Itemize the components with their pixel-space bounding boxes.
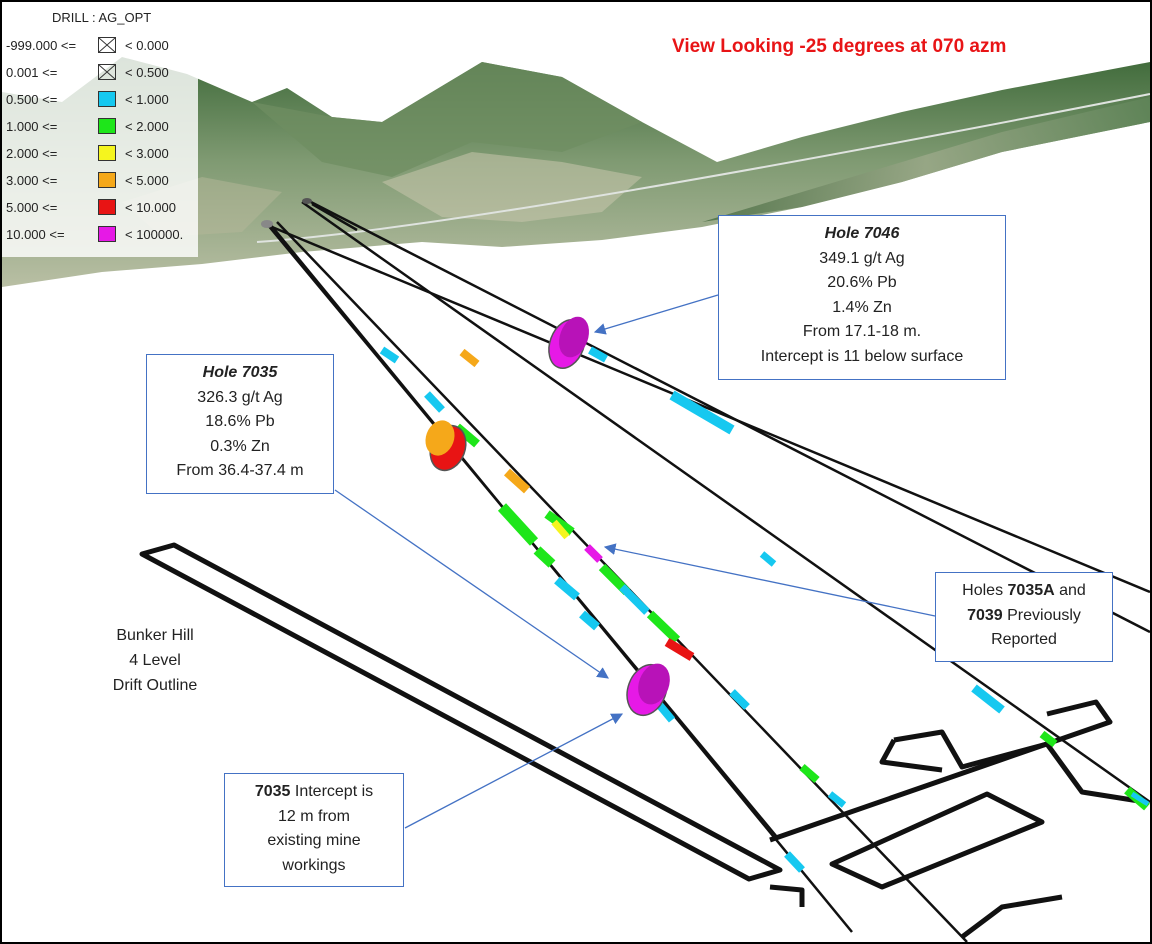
holes-prev-line-1: Holes 7035A and [962,582,1086,599]
legend-row: 0.500 <= < 1.000 [2,88,202,112]
legend-swatch [98,199,116,215]
assay-segment [784,851,805,873]
legend-lower-bound: 1.000 <= [6,119,58,134]
legend-upper-bound: < 10.000 [125,200,176,215]
grade-legend: DRILL : AG_OPT -999.000 <= < 0.000 0.001 <… [2,2,198,257]
legend-lower-bound: -999.000 <= [6,38,77,53]
hole-7046-line: 349.1 g/t Ag [819,249,905,267]
legend-swatch [98,172,116,188]
legend-lower-bound: 0.500 <= [6,92,58,107]
assay-segment [729,689,750,710]
assay-segment [588,346,608,363]
assay-segment [584,544,603,563]
legend-lower-bound: 3.000 <= [6,173,58,188]
assay-segment [544,510,575,536]
assay-segment [424,391,445,413]
legend-row: 1.000 <= < 2.000 [2,115,202,139]
intercept-note-line-1: 7035 Intercept is [254,783,374,800]
legend-upper-bound: < 0.500 [125,65,169,80]
view-title: View Looking -25 degrees at 070 azm [672,36,1007,57]
assay-segment [669,390,735,435]
high-grade-discs [425,316,670,717]
assay-segment [554,576,580,601]
assay-segment [579,610,600,631]
assay-segment [619,584,650,615]
holes-prev-line-2: 7039 Previously [967,606,1081,624]
callout-arrows [334,294,936,829]
drift-outline [139,542,1146,939]
drift-outline-label: Bunker Hill 4 Level Drift Outline [90,623,220,698]
hole-7046-line: Intercept is 11 below surface [760,347,964,365]
intercept-note-line-3: existing mine [267,832,361,849]
legend-title: DRILL : AG_OPT [52,10,152,25]
hole-7035-title: Hole 7035 [202,364,278,381]
legend-swatch [98,91,116,107]
hole-7046-line: From 17.1-18 m. [802,323,922,340]
hole-7046-line: 1.4% Zn [832,298,892,316]
legend-row: 2.000 <= < 3.000 [2,142,202,166]
intercept-note-line-4: workings [282,856,346,874]
drift-label-line: 4 Level [129,652,181,669]
legend-swatch [98,118,116,134]
assay-segment [459,348,480,368]
holes-prev-line-3: Reported [991,631,1057,648]
hole-7035-line: 18.6% Pb [205,413,275,430]
hole-7046-line: 20.6% Pb [827,274,897,291]
hole-7035-line: 0.3% Zn [210,437,270,455]
legend-upper-bound: < 3.000 [125,146,169,161]
hole-7035-line: 326.3 g/t Ag [197,388,283,406]
legend-upper-bound: < 5.000 [125,173,169,188]
legend-upper-bound: < 100000. [125,227,184,242]
legend-row: 10.000 <= < 100000. [2,223,202,247]
collar-marker [302,198,312,204]
intercept-note-line-2: 12 m from [277,807,350,825]
assay-segment [799,763,820,784]
legend-lower-bound: 2.000 <= [6,146,58,161]
assay-segment [1039,730,1058,748]
assay-segment [759,551,777,567]
legend-row: 3.000 <= < 5.000 [2,169,202,193]
legend-lower-bound: 5.000 <= [6,200,58,215]
holes-previously-reported-callout: Holes 7035A and 7039 Previously Reported [935,572,1113,662]
legend-swatch [98,37,116,53]
hole-7046-title: Hole 7046 [824,225,900,242]
legend-row: 5.000 <= < 10.000 [2,196,202,220]
legend-swatch [98,64,116,80]
assay-segment [646,610,681,644]
legend-upper-bound: < 0.000 [125,38,169,53]
assay-segment [497,503,539,546]
collar-marker [261,220,273,228]
legend-row: -999.000 <= < 0.000 [2,34,202,58]
assay-segment [379,346,400,364]
assay-segment [533,546,556,568]
legend-upper-bound: < 2.000 [125,119,169,134]
legend-swatch [98,145,116,161]
hole-7046-callout: Hole 7046 349.1 g/t Ag 20.6% Pb 1.4% Zn … [718,215,1006,380]
legend-upper-bound: < 1.000 [125,92,169,107]
drift-label-line: Bunker Hill [116,627,194,644]
assay-segment [971,684,1005,714]
legend-lower-bound: 10.000 <= [6,227,65,242]
drift-label-line: Drift Outline [112,677,198,694]
assay-segment [664,638,695,661]
assay-segments [379,346,1150,873]
terrain-surface [2,57,1150,287]
assay-segment [1130,791,1150,807]
intercept-note-callout: 7035 Intercept is 12 m from existing min… [224,773,404,887]
assay-segment [503,468,531,494]
assay-segment [827,791,847,808]
legend-row: 0.001 <= < 0.500 [2,61,202,85]
hole-7035-line: From 36.4-37.4 m [176,462,304,479]
assay-segment [551,519,570,540]
hole-7035-callout: Hole 7035 326.3 g/t Ag 18.6% Pb 0.3% Zn … [146,354,334,494]
legend-lower-bound: 0.001 <= [6,65,58,80]
legend-swatch [98,226,116,242]
